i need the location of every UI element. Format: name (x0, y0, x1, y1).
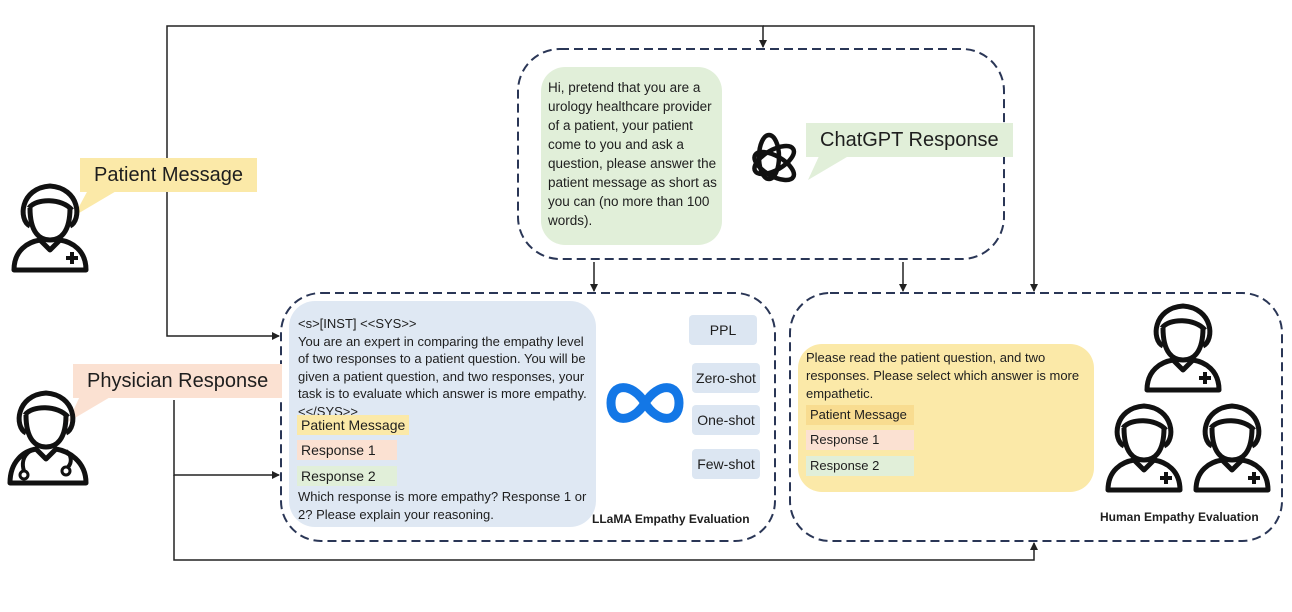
chatgpt-prompt-line: patient message as short as (548, 175, 717, 190)
method-zero-shot: Zero-shot (692, 363, 760, 393)
llama-panel (280, 292, 776, 542)
chatgpt-prompt-line: of a patient, your patient (548, 118, 693, 133)
chatgpt-response-bubble: ChatGPT Response (806, 123, 1013, 157)
llama-tag-response-1: Response 1 (297, 440, 397, 460)
human-panel-title: Human Empathy Evaluation (1100, 510, 1259, 524)
chatgpt-prompt-line: come to you and ask a (548, 137, 684, 152)
chatgpt-prompt-line: Hi, pretend that you are a (548, 80, 701, 95)
chatgpt-prompt-text: Hi, pretend that you are a urology healt… (548, 78, 720, 230)
method-few-shot: Few-shot (692, 449, 760, 479)
evaluator-group-icon (1108, 306, 1268, 490)
chatgpt-prompt-line: words). (548, 213, 593, 228)
human-instruction-text: Please read the patient question, and tw… (806, 349, 1079, 403)
chatgpt-bubble-tail (808, 154, 852, 180)
llama-prompt-line: You are an expert in comparing the empat… (298, 333, 584, 349)
llama-question-text: Which response is more empathy? Response… (298, 488, 586, 523)
patient-message-bubble: Patient Message (80, 158, 257, 192)
physician-doctor-stethoscope-icon (7, 390, 89, 486)
llama-question-line: Which response is more empathy? Response… (298, 489, 587, 504)
evaluator-1-icon (1147, 306, 1219, 390)
llama-tag-patient-message: Patient Message (297, 415, 410, 435)
llama-prompt-line: given a patient question, and two respon… (298, 368, 585, 384)
chatgpt-panel (517, 48, 1005, 260)
human-instruction-line: responses. Please select which answer is… (806, 368, 1080, 383)
physician-bubble-tail (68, 396, 112, 422)
connector-patient-to-llama (166, 175, 280, 340)
physician-response-bubble: Physician Response (73, 364, 283, 398)
patient-user-plus-icon (14, 186, 86, 270)
openai-logo-icon (752, 132, 797, 183)
connector-top-to-human (763, 25, 1038, 292)
human-tag-response-2: Response 2 (806, 456, 914, 476)
connector-physician-to-llama (173, 400, 280, 479)
chatgpt-prompt-line: urology healthcare provider (548, 99, 712, 114)
llama-prompt-line: <s>[INST] <<SYS>> (298, 316, 417, 331)
llama-panel-title: LLaMA Empathy Evaluation (592, 512, 750, 526)
human-instruction-line: Please read the patient question, and tw… (806, 350, 1046, 365)
evaluator-3-icon (1196, 406, 1268, 490)
connector-physician-to-human (173, 475, 1038, 561)
chatgpt-prompt-line: question, please answer the (548, 156, 717, 171)
llama-prompt-line: task is to evaluate which answer is more… (298, 386, 587, 401)
patient-message-label: Patient Message (94, 164, 243, 186)
chatgpt-response-label: ChatGPT Response (820, 129, 999, 151)
connector-patient-to-chatgpt (166, 25, 767, 175)
method-one-shot: One-shot (692, 405, 760, 435)
human-tag-response-1: Response 1 (806, 430, 914, 450)
physician-response-label: Physician Response (87, 370, 269, 392)
llama-prompt-line: of two responses to a patient question. … (298, 351, 586, 366)
chatgpt-prompt-box (541, 67, 722, 245)
human-panel (789, 292, 1283, 542)
chatgpt-prompt-line: you can (no more than 100 (548, 194, 710, 209)
human-instruction-line: empathetic. (806, 386, 874, 401)
llama-prompt-line: <</SYS>> (298, 403, 358, 419)
evaluator-2-icon (1108, 406, 1180, 490)
human-tag-patient-message: Patient Message (806, 405, 914, 425)
human-instruction-box (798, 344, 1094, 492)
meta-logo-icon (606, 383, 684, 423)
llama-prompt-text: <s>[INST] <<SYS>> You are an expert in c… (298, 315, 598, 420)
method-ppl: PPL (689, 315, 757, 345)
patient-bubble-tail (74, 190, 118, 216)
llama-tag-response-2: Response 2 (297, 466, 397, 486)
llama-question-line: 2? Please explain your reasoning. (298, 506, 494, 522)
